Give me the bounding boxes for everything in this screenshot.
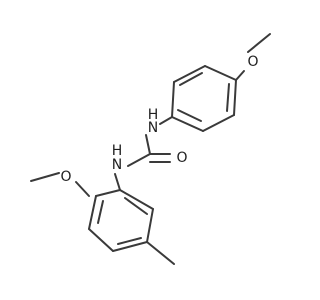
bond-bottom-ring-inner-2 xyxy=(117,237,142,245)
atom-nh-upper-h: H xyxy=(148,107,159,123)
bond-top-ring-inner-3 xyxy=(226,83,230,112)
bond-bottom-ring-3 xyxy=(88,228,114,252)
bond-top-o-aryl xyxy=(235,70,245,81)
bond-top-ring-inner-1 xyxy=(179,72,203,86)
atom-o-top: O xyxy=(247,54,258,70)
bond-upper-nh-to-carbonyl xyxy=(145,134,151,155)
atom-nh-upper-n: N xyxy=(148,120,158,136)
bond-bottom-o-aryl xyxy=(75,181,90,197)
bond-bottom-methyl xyxy=(146,241,175,265)
bond-top-ring-6 xyxy=(233,79,237,116)
atom-o-carbonyl: O xyxy=(176,150,187,166)
bond-top-ring-2 xyxy=(173,65,206,83)
bond-bottom-ring-5 xyxy=(146,208,154,243)
bond-bottom-ring-1 xyxy=(95,189,121,197)
bond-bottom-ring-6 xyxy=(119,189,154,210)
bond-top-ring-inner-2 xyxy=(177,109,202,122)
bond-top-ring-1 xyxy=(204,65,237,81)
chemical-structure-diagram: O H N O H N O xyxy=(30,33,271,265)
bond-top-methyl-o xyxy=(247,33,271,53)
bond-carbonyl-to-lower-nh xyxy=(127,153,151,167)
atom-o-bottom: O xyxy=(60,169,71,185)
bond-top-ring-3 xyxy=(171,81,175,118)
bond-bottom-ring-2 xyxy=(88,195,97,230)
atom-nh-lower-n: N xyxy=(112,157,122,173)
bond-bottom-ring-inner-3 xyxy=(124,197,148,215)
bond-bottom-methyl-o xyxy=(30,172,60,182)
bond-top-ring-4 xyxy=(171,116,204,132)
bond-upper-nh-to-aryl xyxy=(159,116,173,125)
bond-bottom-ring-inner-1 xyxy=(97,200,104,224)
bond-lower-nh-to-aryl xyxy=(114,173,121,191)
atom-nh-lower-h: H xyxy=(112,143,123,159)
bond-bottom-ring-4 xyxy=(112,241,148,252)
bond-top-ring-5 xyxy=(202,114,235,132)
